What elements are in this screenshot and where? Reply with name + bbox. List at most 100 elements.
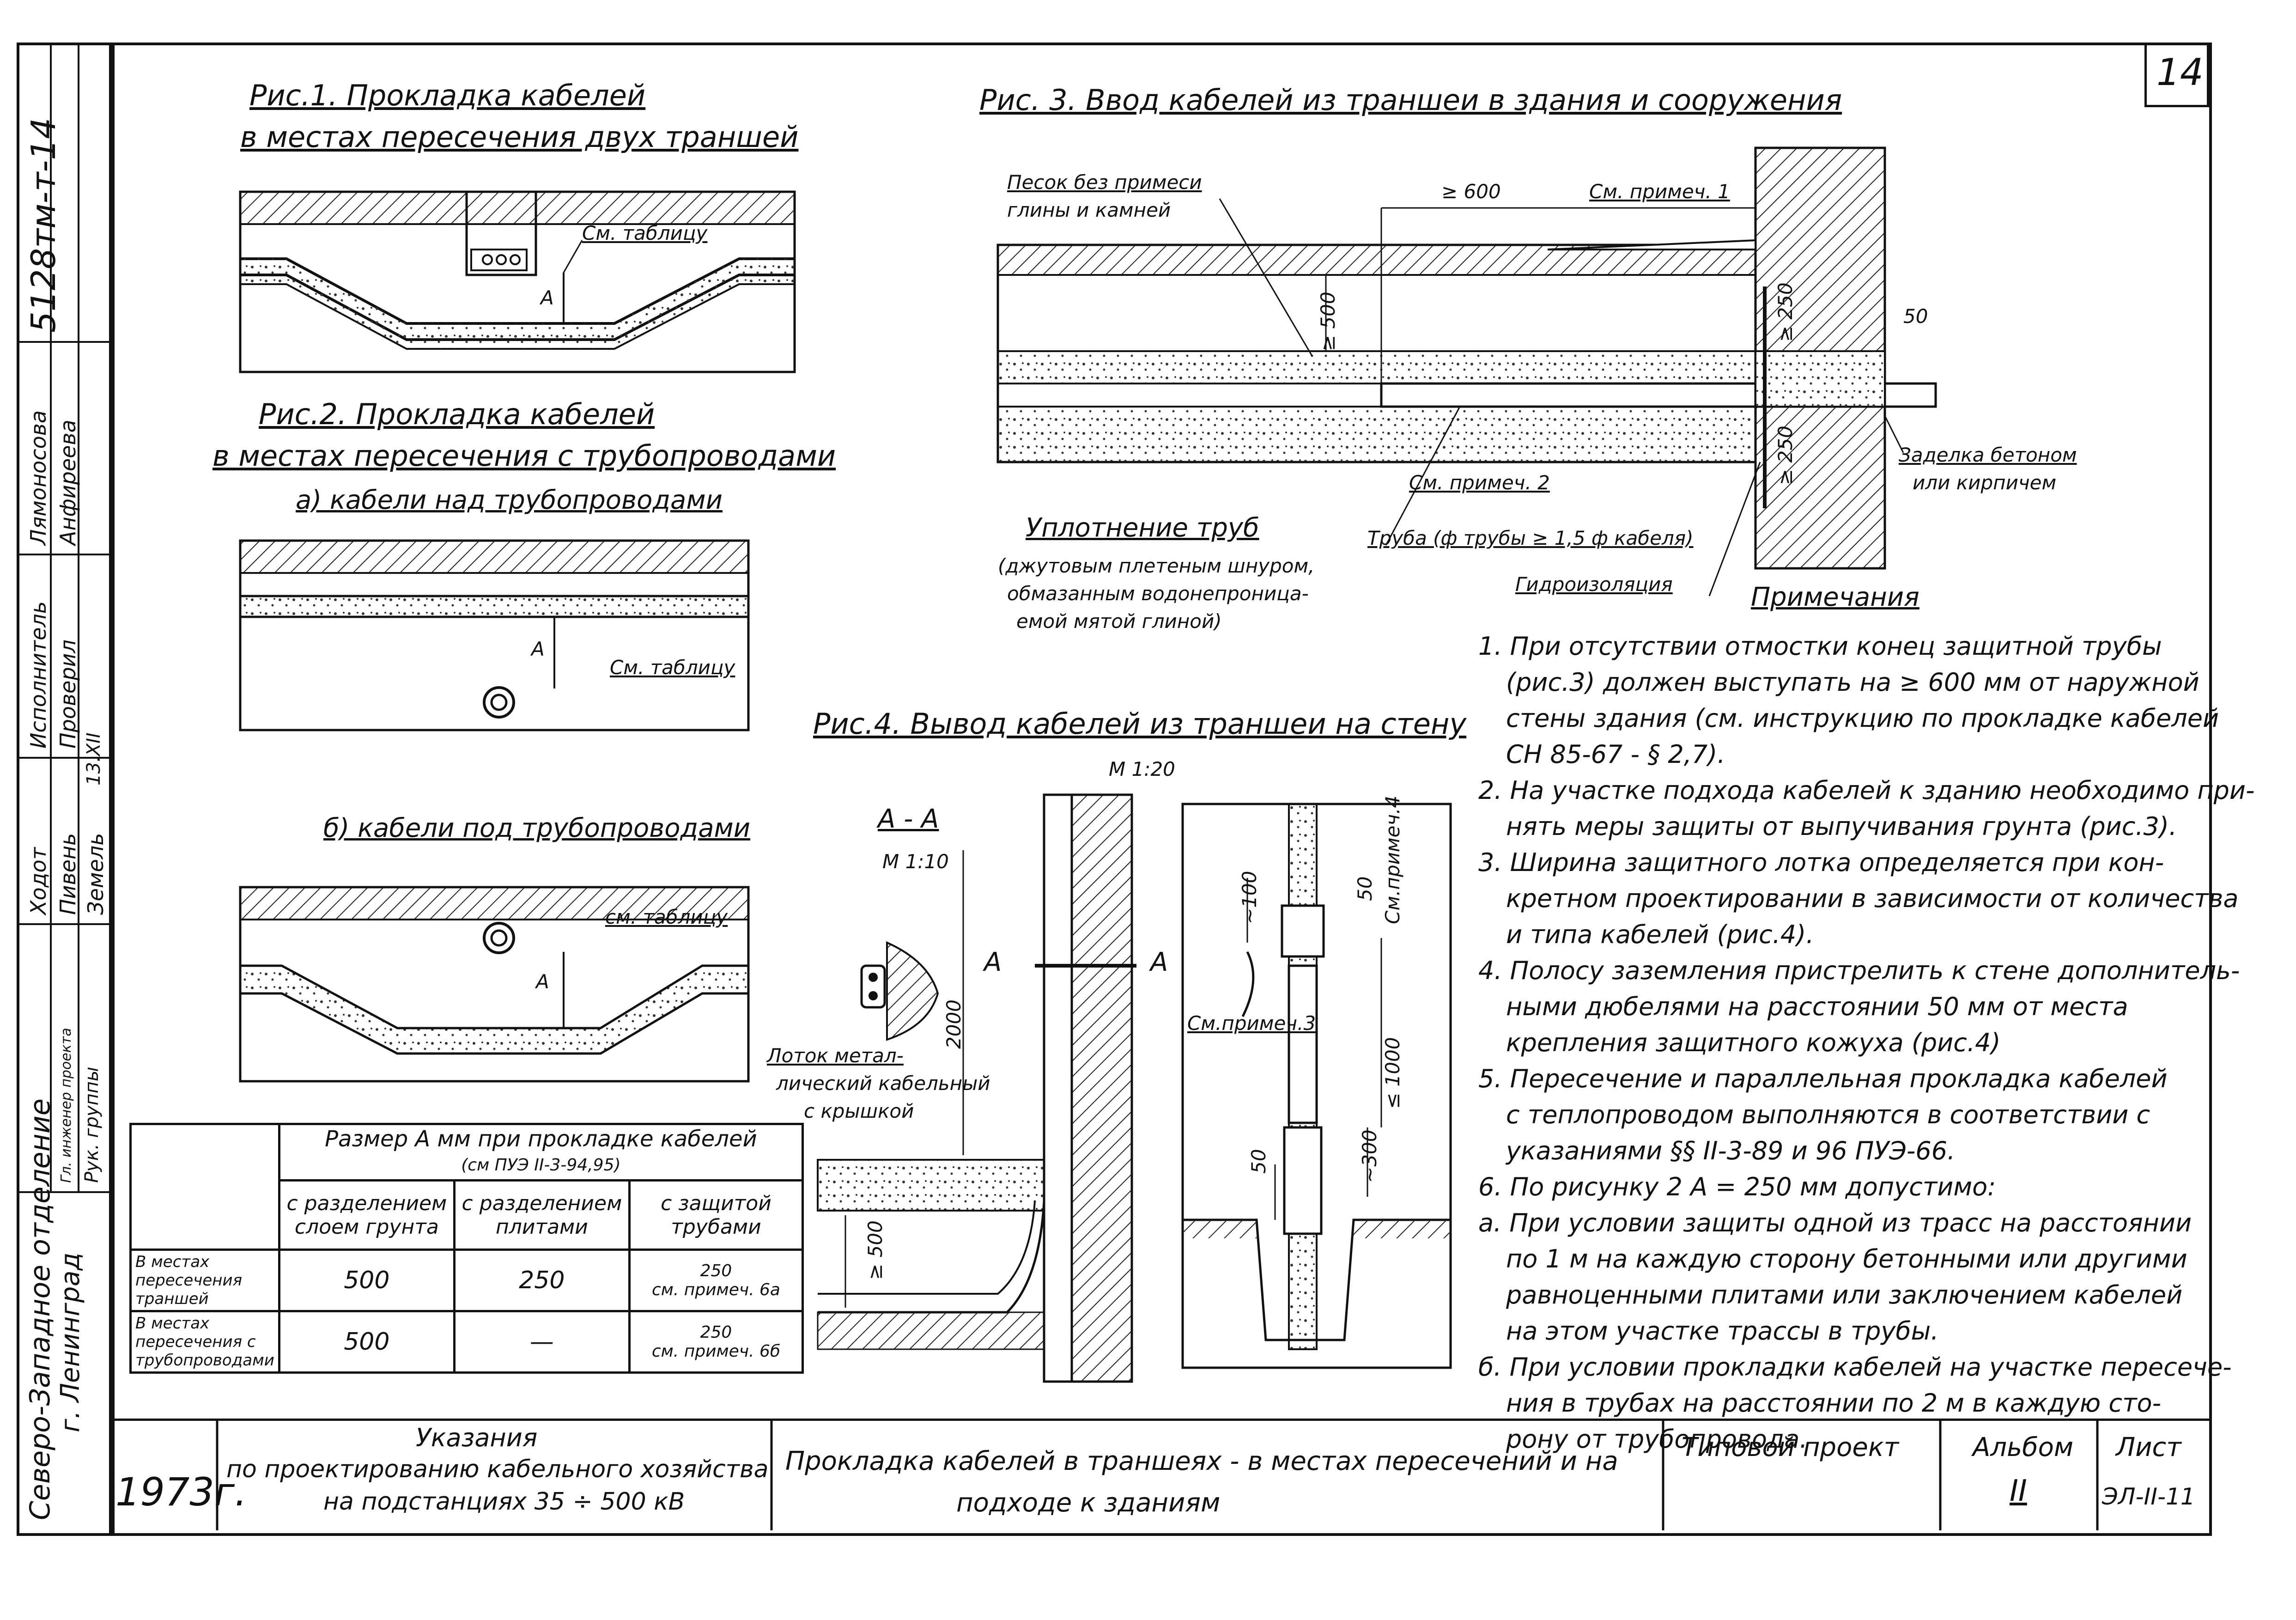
note-line: б. При условии прокладки кабелей на учас… <box>1478 1352 2232 1382</box>
stamp-title-line2: по проектированию кабельного хозяйства <box>226 1456 769 1483</box>
drawing-frame <box>109 43 2212 1536</box>
fig3-dim-500: ≥ 500 <box>1317 292 1339 351</box>
fig3-seal-title: Уплотнение труб <box>1026 513 1259 543</box>
side-role: Исполнитель <box>26 601 51 749</box>
note-line: (рис.3) должен выступать на ≥ 600 мм от … <box>1506 668 2199 697</box>
fig4-tray-line2: лический кабельный <box>776 1072 990 1095</box>
side-role: Рук. группы <box>81 1066 103 1183</box>
note-line: на этом участке трассы в трубы. <box>1506 1316 1939 1346</box>
note-line: СН 85-67 - § 2,7). <box>1506 740 1725 769</box>
fig2-sub-a: а) кабели над трубопроводами <box>296 485 723 515</box>
fig3-pipe: Труба (ф трубы ≥ 1,5 ф кабеля) <box>1367 527 1694 549</box>
fig4-dim-1000: ≤ 1000 <box>1381 1037 1404 1109</box>
table-cell-note: см. примеч. 6а <box>651 1280 780 1299</box>
note-line: 4. Полосу заземления пристрелить к стене… <box>1478 956 2240 985</box>
fig4-ref4: См.примеч.4 <box>1381 795 1404 924</box>
fig4-dim-50a: 50 <box>1354 876 1376 901</box>
fig3-seal-line3: емой мятой глиной) <box>1016 610 1222 633</box>
table-col-header: с защитой трубами <box>628 1179 804 1251</box>
stamp-sheet-value: ЭЛ-II-11 <box>2102 1483 2195 1510</box>
note-line: а. При условии защиты одной из трасс на … <box>1478 1208 2192 1237</box>
table-cell: 250 <box>453 1248 631 1312</box>
note-line: и типа кабелей (рис.4). <box>1506 920 1814 949</box>
fig3-sand-line2: глины и камней <box>1007 199 1171 221</box>
fig2a-drawing <box>239 539 750 731</box>
note-line: 5. Пересечение и параллельная прокладка … <box>1478 1064 2168 1093</box>
note-line: 2. На участке подхода кабелей к зданию н… <box>1478 776 2255 805</box>
note-line: 3. Ширина защитного лотка определяется п… <box>1478 848 2164 877</box>
fig2b-ref: см. таблицу <box>605 906 728 928</box>
fig3-drawing <box>996 146 1937 597</box>
note-line: указаниями §§ II-3-89 и 96 ПУЭ-66. <box>1506 1136 1956 1165</box>
table-col-header: с разделением слоем грунта <box>278 1179 456 1251</box>
fig4-tray-line1: Лоток метал- <box>767 1044 904 1067</box>
fig1-drawing <box>239 190 796 373</box>
fig4-dim-2000: 2000 <box>942 999 965 1049</box>
note-line: с теплопроводом выполняются в соответств… <box>1506 1100 2150 1129</box>
table-row: В местах пересечения траншей 500 250 250… <box>129 1248 804 1312</box>
fig3-concrete-line1: Заделка бетоном <box>1899 444 2077 466</box>
side-org-line2: г. Ленинград <box>55 1252 85 1432</box>
fig4-dim-500: ≥ 500 <box>864 1220 887 1280</box>
fig4-wall-drawing <box>817 793 1136 1383</box>
note-line: кретном проектировании в зависимости от … <box>1506 884 2239 913</box>
table-cell-protected: 250 см. примеч. 6а <box>628 1248 804 1312</box>
fig4-mark-a-left: А <box>984 947 1002 977</box>
fig3-seal-line1: (джутовым плетеным шнуром, <box>998 554 1315 577</box>
side-org-line1: Северо-Западное отделение <box>24 1098 56 1520</box>
side-name: Пивень <box>55 833 80 915</box>
side-role: Гл. инженер проекта <box>58 1028 74 1183</box>
fig3-sand-line1: Песок без примеси <box>1007 171 1202 194</box>
fig3-concrete-line2: или кирпичем <box>1913 471 2057 494</box>
sheet-number: 14 <box>2156 51 2204 94</box>
fig4-title: Рис.4. Вывод кабелей из траншеи на стену <box>813 707 1467 741</box>
side-name: Лямоносова <box>26 410 51 545</box>
fig2-title-line1: Рис.2. Прокладка кабелей <box>259 397 655 431</box>
fig4-section-drawing <box>860 941 1255 1041</box>
table-cell: — <box>453 1310 631 1374</box>
fig1-title-line1: Рис.1. Прокладка кабелей <box>249 79 646 112</box>
note-line: стены здания (см. инструкцию по прокладк… <box>1506 704 2219 733</box>
fig1-dim-a: А <box>541 286 554 309</box>
side-name: Земель <box>83 833 108 915</box>
fig4-section: А - А <box>878 804 939 834</box>
fig3-note1: См. примеч. 1 <box>1589 180 1730 203</box>
table-cell-note: см. примеч. 6б <box>651 1342 781 1361</box>
side-name: Ходот <box>26 847 51 915</box>
stamp-grid <box>216 1419 2099 1530</box>
note-line: 1. При отсутствии отмостки конец защитно… <box>1478 632 2162 661</box>
fig4-dim-50b: 50 <box>1247 1149 1270 1174</box>
table-cell: 250 <box>700 1261 732 1280</box>
stamp-top-line <box>109 1419 2209 1421</box>
fig2-title-line2: в местах пересечения с трубопроводами <box>213 439 836 473</box>
note-line: нять меры защиты от выпучивания грунта (… <box>1506 812 2177 841</box>
table-cell: 500 <box>278 1248 456 1312</box>
fig3-waterproof: Гидроизоляция <box>1515 573 1673 596</box>
note-line: 6. По рисунку 2 А = 250 мм допустимо: <box>1478 1172 1996 1201</box>
fig1-ref: См. таблицу <box>582 222 708 244</box>
table-row: В местах пересечения с трубопроводами 50… <box>129 1310 804 1374</box>
table-cell-protected: 250 см. примеч. 6б <box>628 1310 804 1374</box>
stamp-project-type: Типовой проект <box>1682 1432 1899 1462</box>
fig4-dim-100: ~100 <box>1238 871 1261 924</box>
fig3-dim-600: ≥ 600 <box>1441 180 1501 203</box>
fig4-scale: М 1:20 <box>1109 758 1175 780</box>
table-row-label: В местах пересечения с трубопроводами <box>129 1310 280 1374</box>
fig4-dim-300: ~300 <box>1358 1129 1381 1183</box>
note-line: равноценными плитами или заключением каб… <box>1506 1280 2183 1309</box>
table-col-header: с разделением плитами <box>453 1179 631 1251</box>
note-line: крепления защитного кожуха (рис.4) <box>1506 1028 2001 1057</box>
stamp-drawing-line2: подходе к зданиям <box>956 1488 1221 1518</box>
fig3-seal-line2: обмазанным водонепроница- <box>1007 582 1309 605</box>
table-header-ref: (см ПУЭ II-3-94,95) <box>461 1156 621 1175</box>
side-name: Анфиреева <box>55 420 80 545</box>
note-line: ния в трубах на расстоянии по 2 м в кажд… <box>1506 1389 2162 1418</box>
fig4-riser-drawing <box>1181 803 1452 1369</box>
notes-block: 1. При отсутствии отмостки конец защитно… <box>1478 628 2255 1457</box>
table-header-text: Размер А мм при прокладке кабелей <box>325 1126 757 1152</box>
fig2b-drawing <box>239 886 750 1083</box>
table-cell: 250 <box>700 1323 732 1342</box>
side-role: Проверил <box>55 639 80 749</box>
fig3-note2: См. примеч. 2 <box>1409 471 1550 494</box>
